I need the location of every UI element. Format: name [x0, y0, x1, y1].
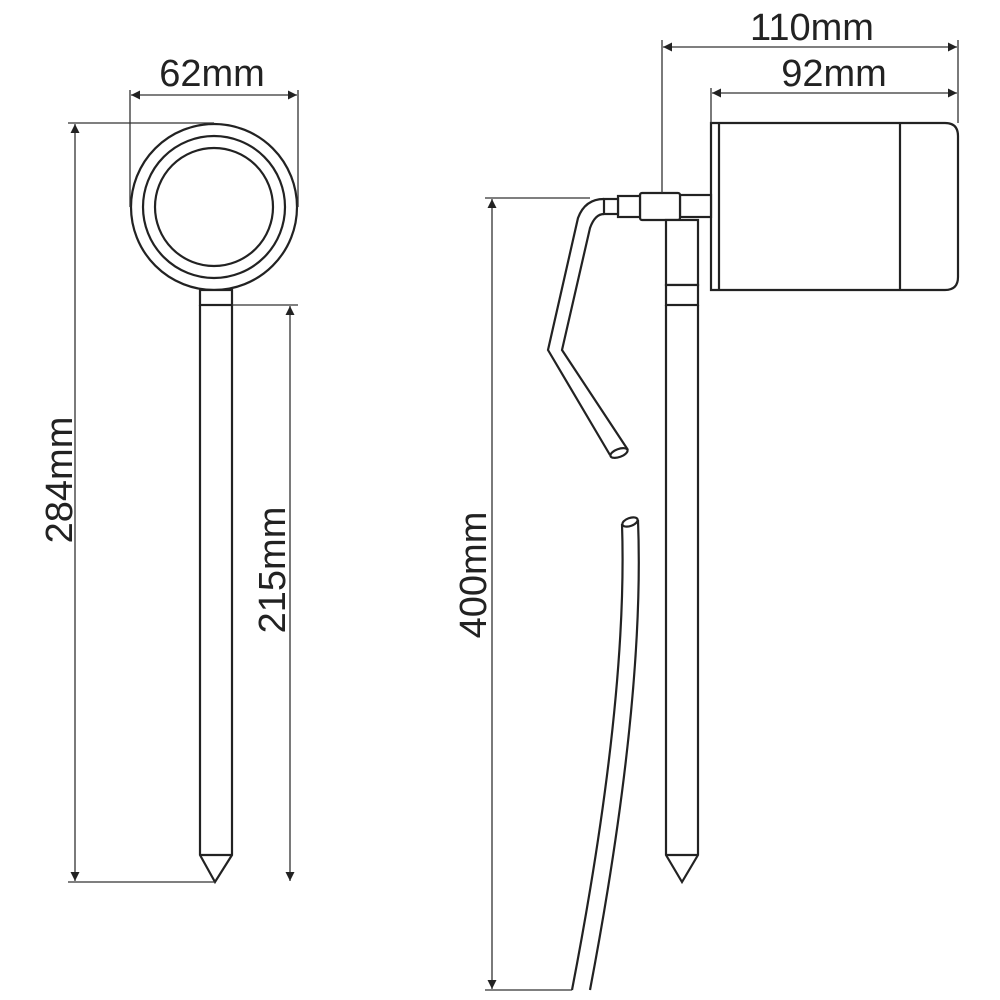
- lamp-body-side: [709, 121, 960, 292]
- dimension-label: 110mm: [750, 7, 874, 49]
- ground-spike-side: [664, 218, 700, 885]
- dimension-92mm: 92mm: [710, 53, 957, 123]
- lamp-head-front: [129, 122, 299, 292]
- dimension-label: 215mm: [252, 507, 294, 634]
- cable: [546, 197, 640, 991]
- front-view: 62mm 284mm 215mm: [39, 53, 299, 885]
- dimension-62mm: 62mm: [129, 53, 299, 207]
- dimension-110mm: 110mm: [661, 7, 959, 193]
- side-view: 110mm 92mm 400mm: [453, 7, 960, 991]
- dimension-label: 92mm: [781, 53, 887, 95]
- dimension-label: 400mm: [453, 512, 495, 639]
- bracket: [602, 191, 713, 222]
- dimension-215mm: 215mm: [232, 304, 298, 881]
- dimension-284mm: 284mm: [39, 122, 215, 883]
- ground-spike-front: [198, 288, 234, 885]
- dimension-400mm: 400mm: [453, 197, 590, 991]
- dimension-label: 284mm: [39, 417, 81, 544]
- dimension-label: 62mm: [159, 53, 265, 95]
